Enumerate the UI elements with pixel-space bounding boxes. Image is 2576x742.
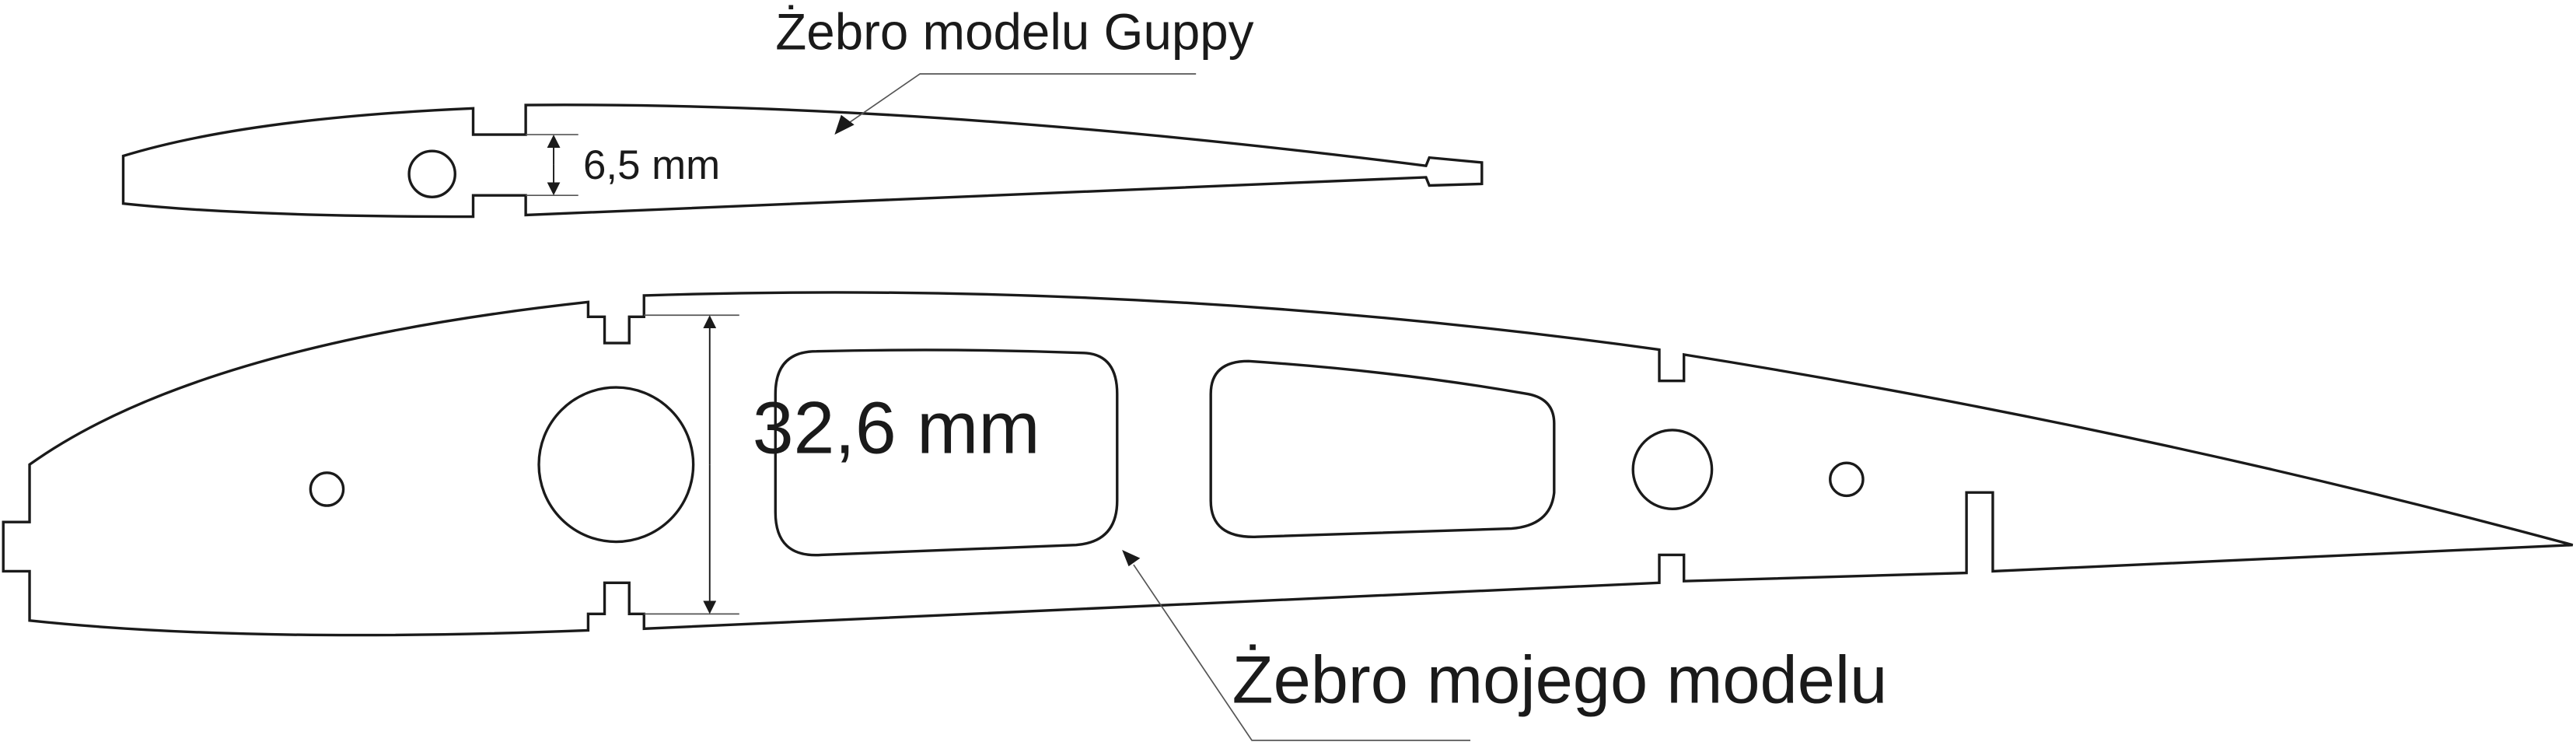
large-rib-hole-small-front [309,471,345,507]
large-rib-dimension-label: 32,6 mm [753,387,1040,470]
small-rib-title: Żebro modelu Guppy [775,3,1253,60]
large-rib-leader-line [1133,564,1471,741]
large-rib-lightening-hole-2 [1209,359,1556,538]
small-rib: 6,5 mm Żebro modelu Guppy [121,3,1484,219]
large-rib-rear-spar-hole [1631,429,1714,510]
small-rib-leader-line [845,73,1197,126]
large-rib: 32,6 mm Żebro mojego modelu [2,291,2574,741]
large-rib-hole-small-rear [1829,461,1865,498]
small-rib-hole [407,149,456,198]
large-rib-outline [2,291,2574,637]
large-rib-spar-hole [537,386,695,544]
large-rib-lightening-hole-1 [774,348,1119,557]
small-rib-dimension-label: 6,5 mm [583,142,720,188]
large-rib-title: Żebro mojego modelu [1232,642,1888,717]
large-rib-leader-arrowhead [1122,550,1141,567]
small-rib-outline [121,103,1484,219]
small-rib-leader-arrowhead [834,114,855,135]
